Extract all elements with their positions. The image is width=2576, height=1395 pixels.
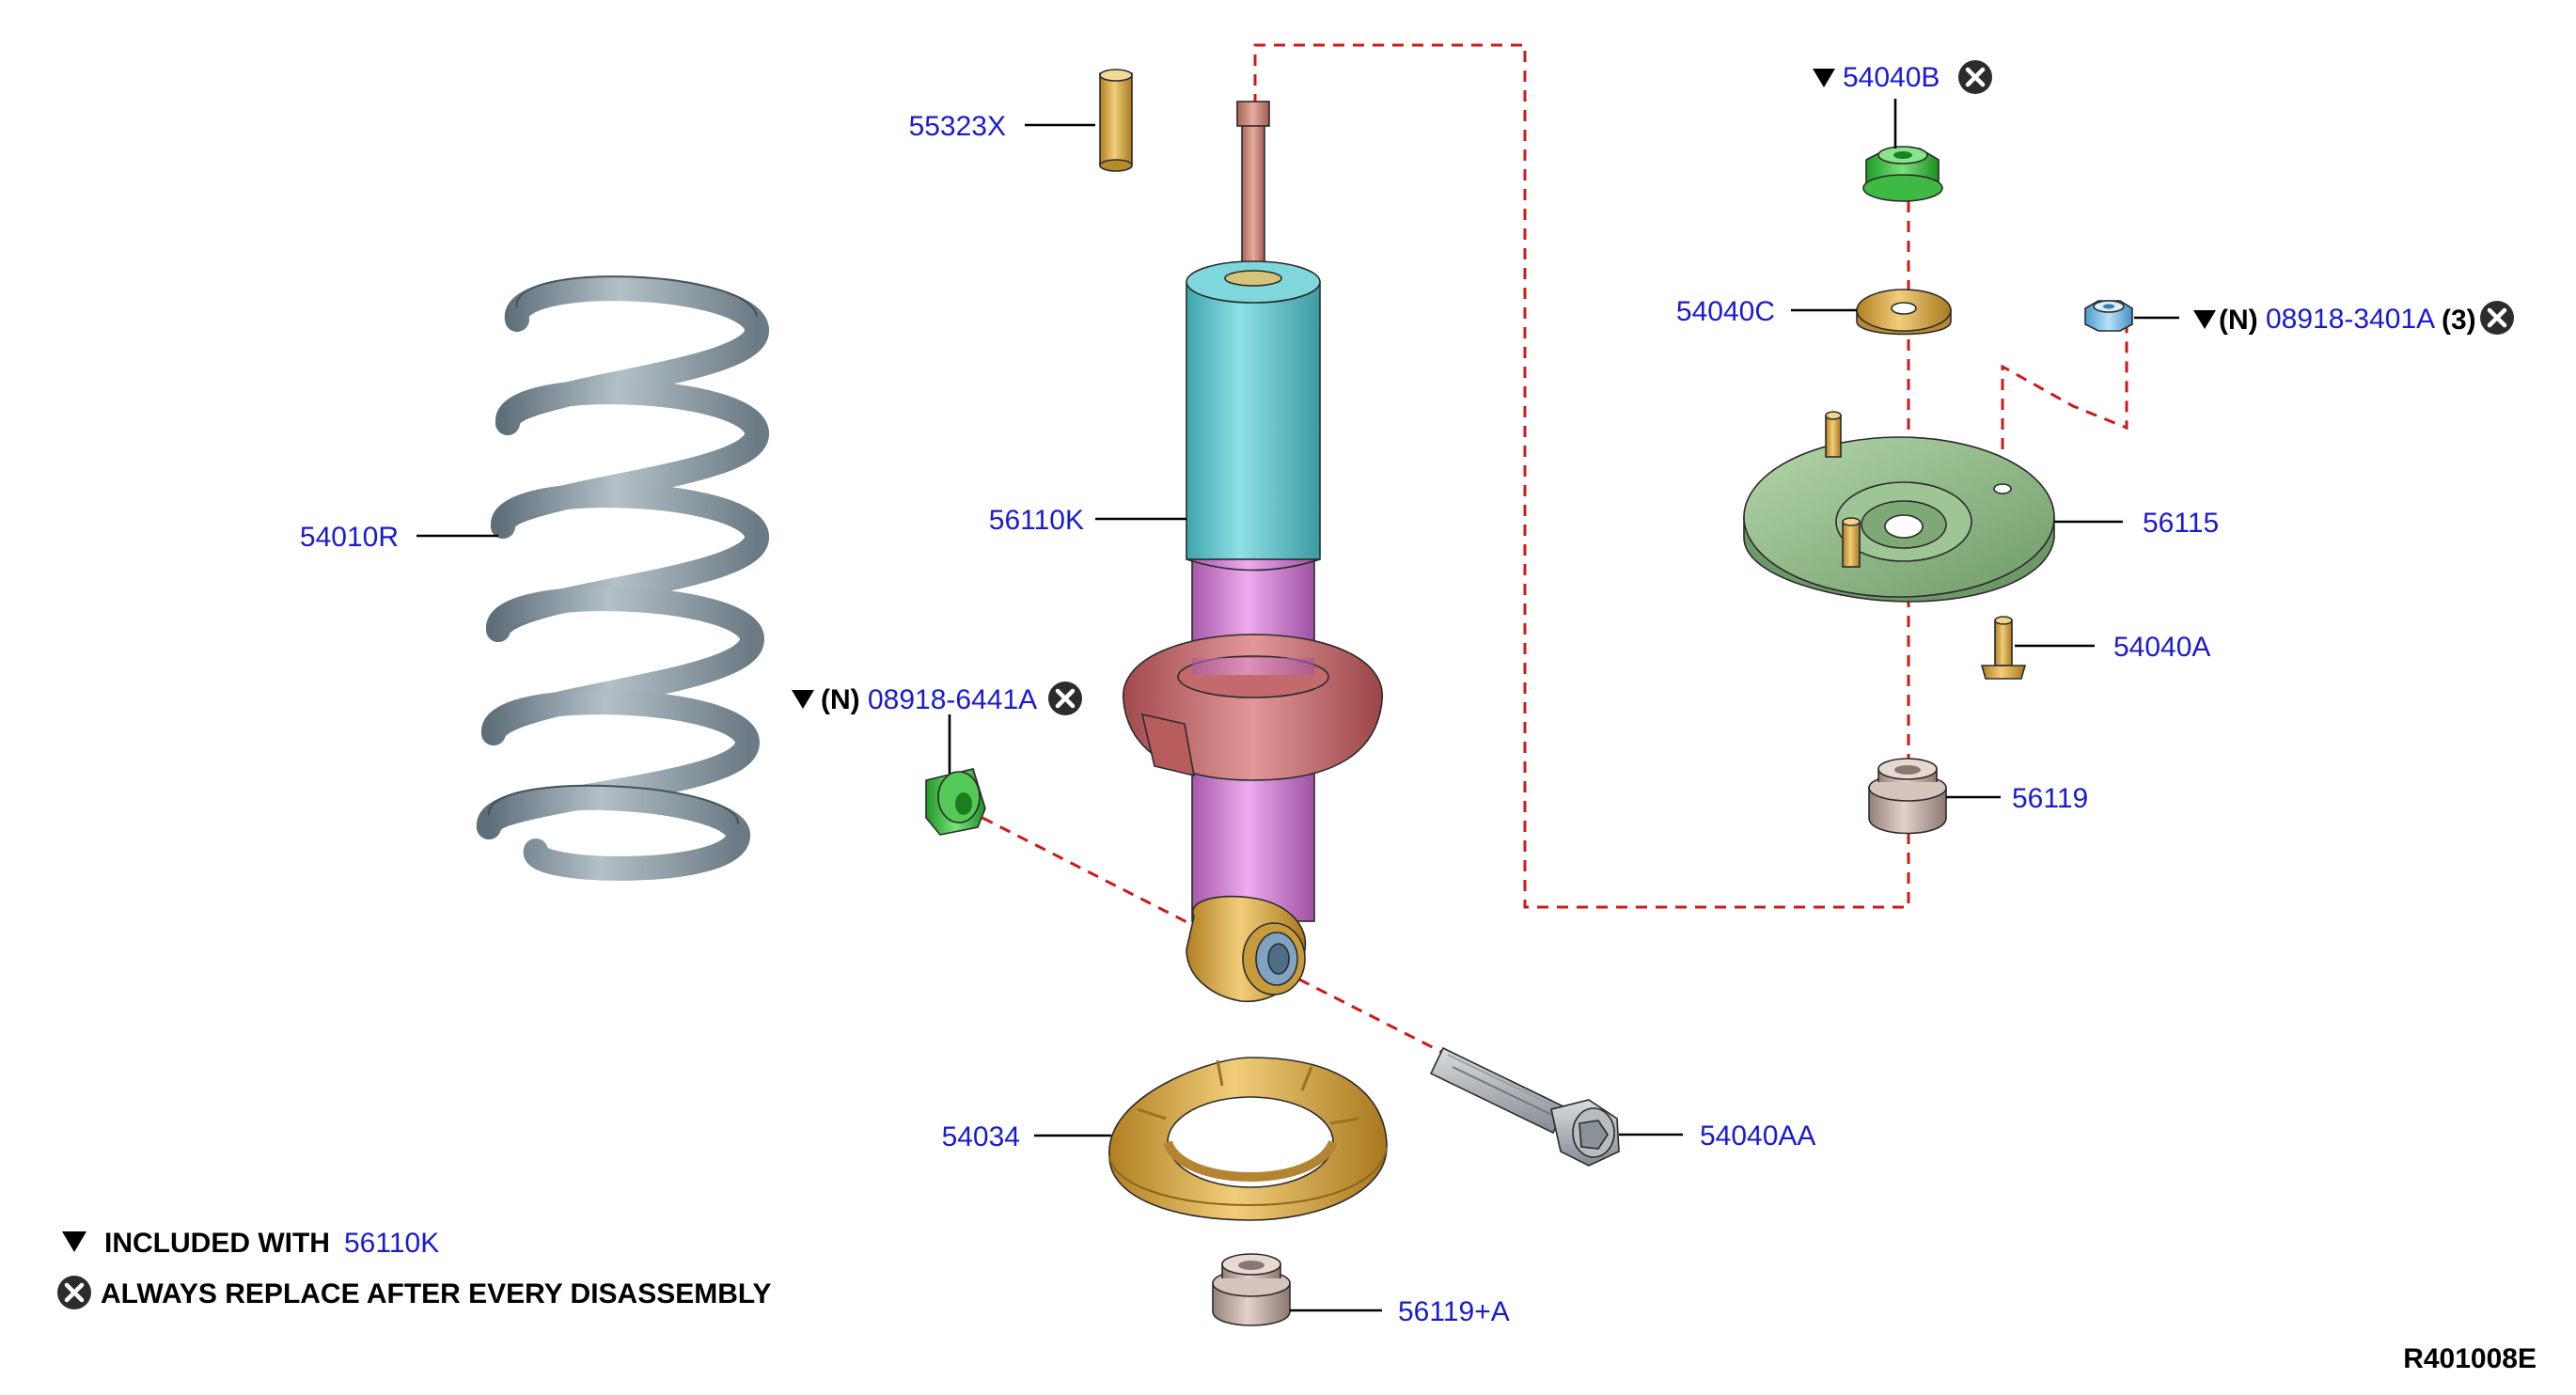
label-54040A[interactable]: 54040A <box>2113 632 2210 663</box>
legend-included-part[interactable]: 56110K <box>344 1228 439 1259</box>
label-56115[interactable]: 56115 <box>2143 508 2219 539</box>
label-54040AA[interactable]: 54040AA <box>1700 1121 1815 1152</box>
spring-seat-rubber-54034[interactable] <box>1108 1057 1388 1221</box>
markers: (N) (3) (N) <box>792 60 2514 715</box>
down-triangle-icon <box>2193 310 2216 329</box>
label-54010R[interactable]: 54010R <box>300 522 399 553</box>
strut-mount-56115[interactable] <box>1743 411 2055 603</box>
x-circle-icon <box>2480 301 2514 335</box>
x-circle-icon <box>1048 682 1082 715</box>
down-triangle-icon <box>792 690 814 709</box>
bolt-54040A[interactable] <box>1980 616 2027 680</box>
quantity-tag: (3) <box>2442 305 2476 336</box>
nut-08918-6441A[interactable] <box>925 768 986 836</box>
washer-54040C[interactable] <box>1856 289 1952 336</box>
label-56110K[interactable]: 56110K <box>989 505 1084 536</box>
diagram-id: R401008E <box>2403 1343 2537 1374</box>
coil-spring-54010R[interactable] <box>477 275 769 881</box>
bump-stop-56119A[interactable] <box>1212 1253 1291 1326</box>
label-54034[interactable]: 54034 <box>942 1121 1020 1152</box>
part-labels: 55323X 54010R 56110K 54040B 54040C 08918… <box>300 62 2435 1327</box>
down-triangle-icon <box>62 1231 86 1252</box>
n-tag: (N) <box>821 684 860 715</box>
label-56119[interactable]: 56119 <box>2012 783 2088 814</box>
bolt-54040AA[interactable] <box>1429 1046 1620 1167</box>
n-tag: (N) <box>2219 305 2258 336</box>
legend: INCLUDED WITH 56110K ALWAYS REPLACE AFTE… <box>57 1228 771 1309</box>
label-08918-6441A[interactable]: 08918-6441A <box>868 684 1037 715</box>
leader-lines <box>416 99 2179 1312</box>
flange-nut-54040B[interactable] <box>1862 146 1943 202</box>
legend-replace-label: ALWAYS REPLACE AFTER EVERY DISASSEMBLY <box>101 1278 771 1309</box>
x-circle-icon <box>1958 60 1992 94</box>
legend-included-label: INCLUDED WITH <box>104 1228 330 1259</box>
label-54040B[interactable]: 54040B <box>1843 62 1940 93</box>
down-triangle-icon <box>1813 69 1835 87</box>
shock-absorber-56110K[interactable] <box>1123 101 1383 1003</box>
bushing-55323X[interactable] <box>1099 69 1133 172</box>
x-circle-icon <box>57 1276 91 1309</box>
label-55323X[interactable]: 55323X <box>909 111 1006 142</box>
bump-stop-56119[interactable] <box>1868 758 1947 835</box>
label-56119A[interactable]: 56119+A <box>1398 1296 1510 1327</box>
label-54040C[interactable]: 54040C <box>1676 296 1775 327</box>
label-08918-3401A[interactable]: 08918-3401A <box>2266 304 2435 335</box>
nut-08918-3401A[interactable] <box>2084 300 2133 332</box>
